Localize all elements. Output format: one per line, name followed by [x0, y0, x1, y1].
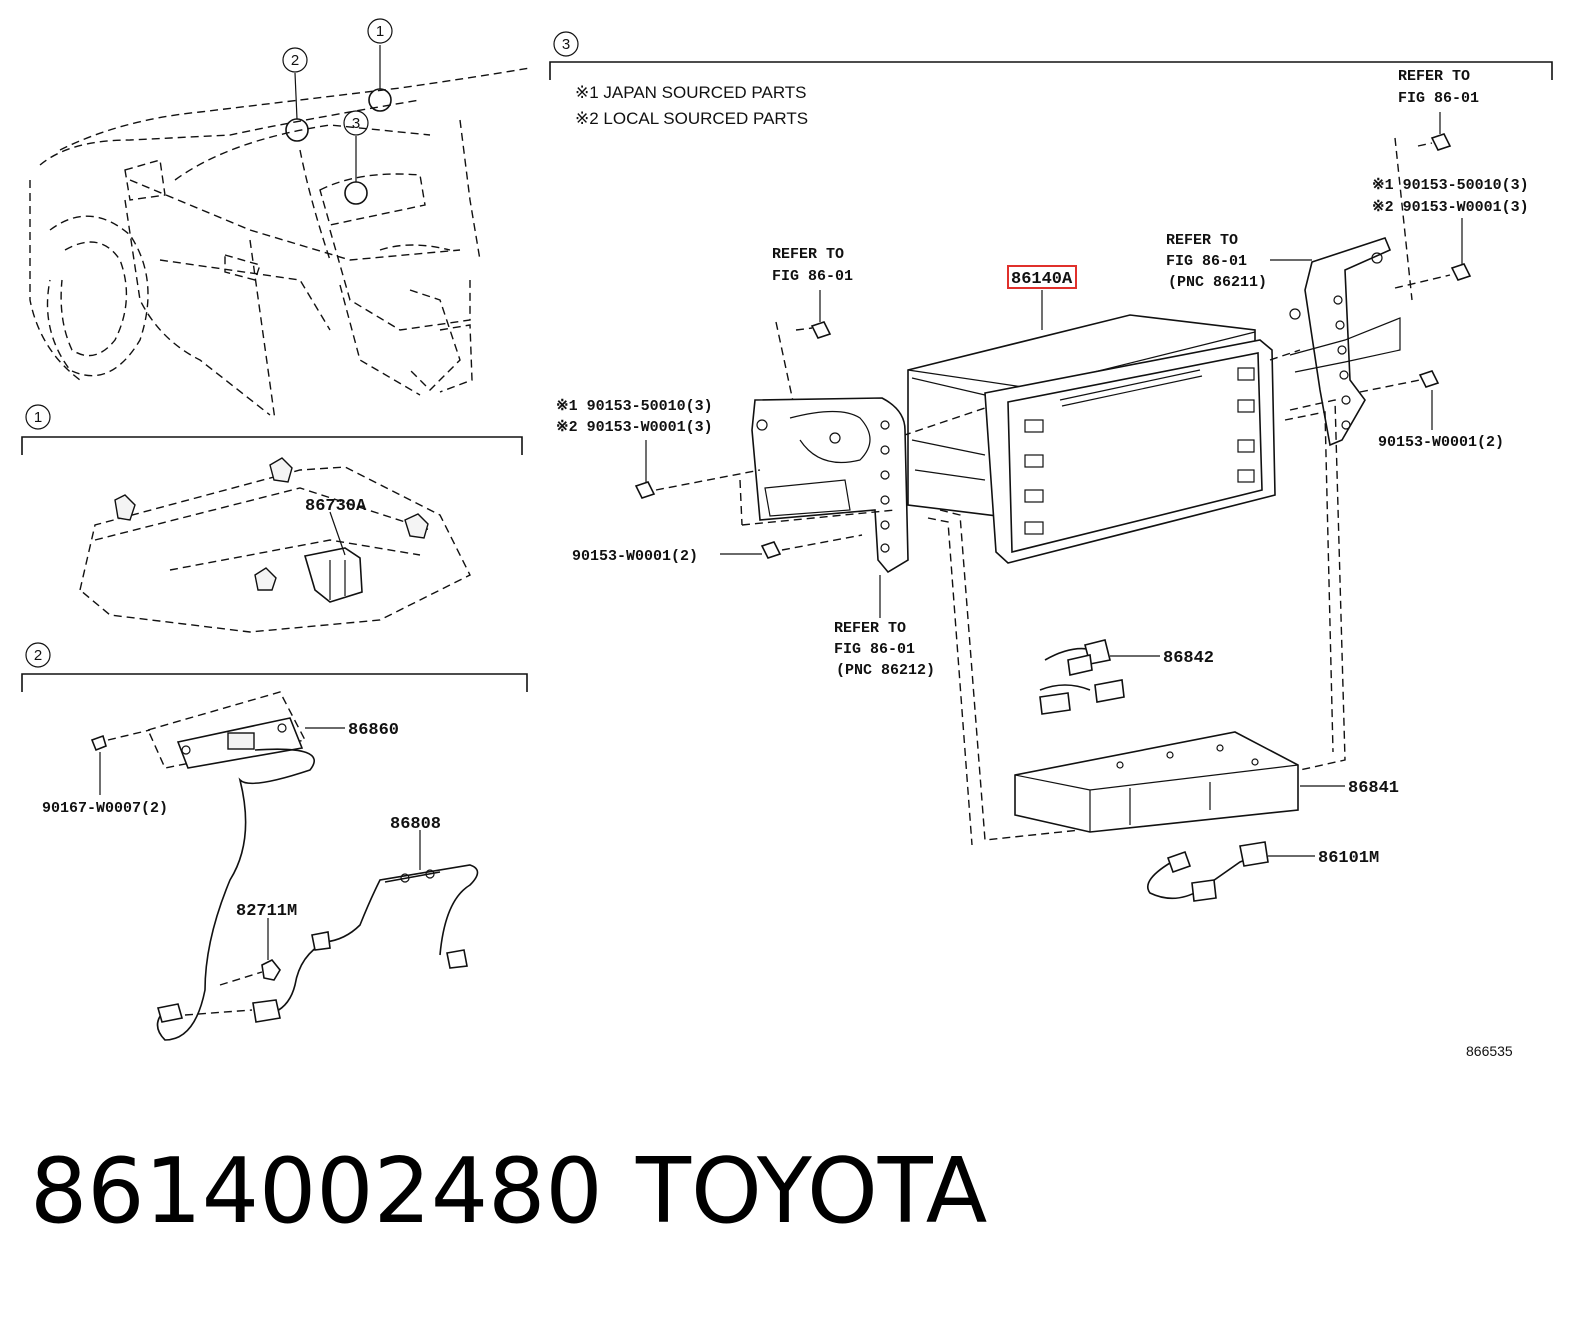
label-86101M: 86101M — [1318, 849, 1379, 868]
callout-2-number: 2 — [291, 52, 299, 69]
label-refer-tc-2: FIG 86-01 — [1166, 253, 1247, 270]
section-3-head-unit: 3 ※1 JAPAN SOURCED PARTS ※2 LOCAL SOURCE… — [549, 31, 1553, 1059]
section-1-number: 1 — [34, 409, 42, 426]
label-bolt-r-2: ※2 90153-W0001(3) — [1372, 199, 1529, 216]
label-refer-bl-3: (PNC 86212) — [836, 662, 935, 679]
part-86730A-shape — [303, 547, 363, 603]
label-bolt-l-2: ※2 90153-W0001(3) — [556, 419, 713, 436]
note-japan-sourced: ※1 JAPAN SOURCED PARTS — [575, 83, 807, 102]
left-bracket — [751, 397, 909, 574]
label-refer-tr-1: REFER TO — [1398, 68, 1470, 85]
label-refer-tl-2: FIG 86-01 — [772, 268, 853, 285]
label-90167-W0007: 90167-W0007(2) — [42, 800, 168, 817]
highlight-86140A — [1007, 265, 1077, 289]
section-3-number: 3 — [562, 36, 570, 53]
label-refer-tc-3: (PNC 86211) — [1168, 274, 1267, 291]
label-86808: 86808 — [390, 815, 441, 834]
label-86730A: 86730A — [305, 497, 367, 516]
label-bolt-r-3: 90153-W0001(2) — [1378, 434, 1504, 451]
label-86842: 86842 — [1163, 649, 1214, 668]
note-local-sourced: ※2 LOCAL SOURCED PARTS — [575, 109, 808, 128]
label-refer-bl-1: REFER TO — [834, 620, 906, 637]
callout-2 — [282, 47, 308, 73]
label-86841: 86841 — [1348, 779, 1399, 798]
section-1-callout — [25, 404, 51, 430]
label-bolt-r-1: ※1 90153-50010(3) — [1372, 177, 1529, 194]
footer-part-number: 8614002480 — [30, 1139, 603, 1244]
location-marker-1 — [368, 88, 392, 112]
section-2-callout — [25, 642, 51, 668]
label-refer-tr-2: FIG 86-01 — [1398, 90, 1479, 107]
callout-1 — [367, 18, 393, 44]
label-bolt-l-1: ※1 90153-50010(3) — [556, 398, 713, 415]
label-refer-tc-1: REFER TO — [1166, 232, 1238, 249]
label-86140A: 86140A — [1011, 270, 1073, 289]
label-refer-tl-1: REFER TO — [772, 246, 844, 263]
vehicle-interior-view: 1 2 3 — [29, 18, 531, 421]
figure-number: 866535 — [1466, 1043, 1513, 1059]
section-3-callout — [553, 31, 579, 57]
callout-3 — [343, 110, 369, 136]
section-1-overhead: 1 86730A — [21, 404, 523, 633]
callout-1-number: 1 — [376, 23, 384, 40]
right-bracket — [1304, 237, 1392, 447]
section-2-harness: 2 86860 90167-W0007(2) 86808 82711M — [21, 642, 528, 1041]
section-2-number: 2 — [34, 647, 42, 664]
callout-3-number: 3 — [352, 115, 360, 132]
label-refer-bl-2: FIG 86-01 — [834, 641, 915, 658]
label-86860: 86860 — [348, 721, 399, 740]
footer-brand: TOYOTA — [635, 1139, 987, 1244]
location-marker-3 — [344, 181, 368, 205]
label-bolt-l-3: 90153-W0001(2) — [572, 548, 698, 565]
label-82711M: 82711M — [236, 902, 297, 921]
